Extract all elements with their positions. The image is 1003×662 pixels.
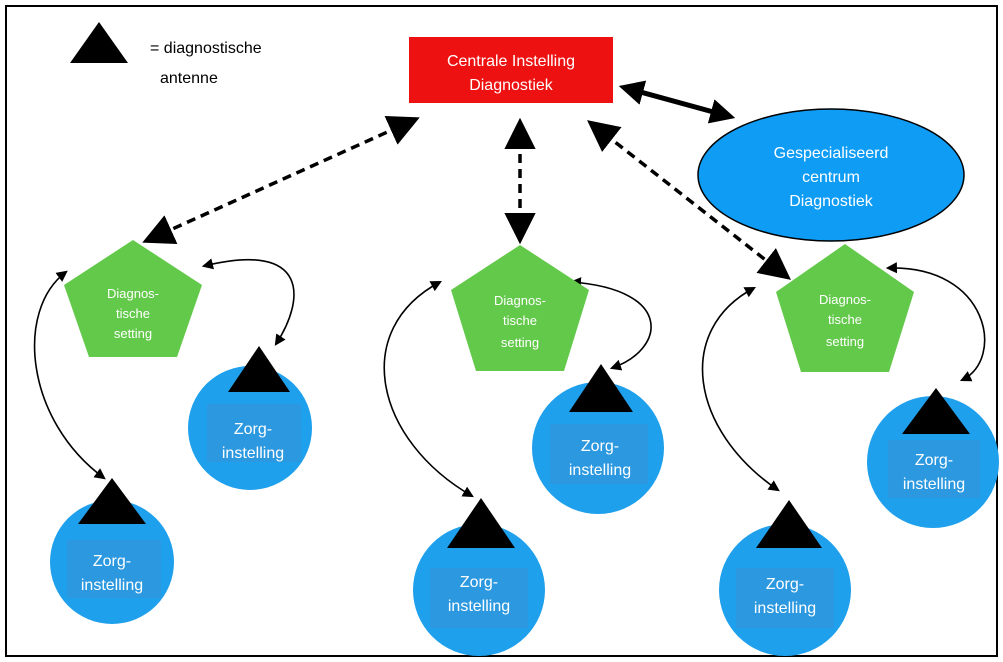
care-institution-2: Zorg- instelling [188,346,312,490]
legend: = diagnostische antenne [70,22,262,87]
setting-line3: setting [826,334,864,349]
triangle-icon [447,498,515,548]
connector-central-specialized [618,80,736,124]
central-institution-box [409,37,613,103]
legend-label-line2: antenne [160,70,218,87]
care-line2: instelling [448,598,510,615]
specialized-center-line2: centrum [802,169,860,186]
legend-label-line1: = diagnostische [150,40,262,57]
specialized-center-ellipse [697,108,965,242]
connector-setting-2-care-left [383,280,474,498]
care-institution-3: Zorg- instelling [413,498,545,656]
care-line2: instelling [754,600,816,617]
setting-line1: Diagnos- [494,293,546,308]
care-line1: Zorg- [234,421,272,438]
care-institution-5: Zorg- instelling [719,500,851,656]
setting-pentagon [776,244,914,372]
care-label-box [888,440,980,498]
diagnostic-setting-2: Diagnos- tische setting [451,245,589,371]
connector-setting-1-care-left [33,270,106,480]
setting-line2: tische [828,312,862,327]
setting-line1: Diagnos- [819,292,871,307]
care-label-box [67,540,161,598]
diagnostic-setting-3: Diagnos- tische setting [776,244,914,372]
connector-setting-3-care-right [885,262,986,382]
care-label-box [207,404,301,462]
connector-central-setting-1 [142,116,420,244]
care-line2: instelling [81,577,143,594]
care-institution-6: Zorg- instelling [867,388,999,528]
central-institution-line2: Diagnostiek [469,77,554,94]
care-line1: Zorg- [766,576,804,593]
setting-pentagon [451,245,589,371]
specialized-center-line1: Gespecialiseerd [774,145,889,162]
care-line2: instelling [569,462,631,479]
care-label-box [736,568,834,628]
triangle-icon [902,388,970,434]
central-institution-line1: Centrale Instelling [447,53,575,70]
care-institution-4: Zorg- instelling [532,364,664,514]
care-institution-1: Zorg- instelling [50,478,174,624]
triangle-icon [228,346,290,392]
connector-setting-2-care-right [569,277,652,371]
connector-setting-3-care-left [701,286,780,492]
care-line1: Zorg- [581,438,619,455]
connector-central-setting-3 [587,120,791,280]
setting-line3: setting [114,326,152,341]
triangle-icon [569,364,633,412]
setting-line3: setting [501,335,539,350]
triangle-icon [78,478,146,524]
care-label-box [430,568,528,628]
care-label-box [550,424,648,484]
diagnostic-setting-1: Diagnos- tische setting [64,240,202,357]
care-line1: Zorg- [93,553,131,570]
setting-pentagon [64,240,202,357]
triangle-icon [70,22,128,63]
care-line2: instelling [903,476,965,493]
care-line1: Zorg- [460,574,498,591]
triangle-icon [756,500,822,548]
setting-line2: tische [503,313,537,328]
specialized-center: Gespecialiseerd centrum Diagnostiek [697,108,965,242]
care-line1: Zorg- [915,452,953,469]
setting-line1: Diagnos- [107,286,159,301]
central-institution: Centrale Instelling Diagnostiek [409,37,613,103]
specialized-center-line3: Diagnostiek [789,193,874,210]
care-line2: instelling [222,445,284,462]
connector-setting-1-care-right [201,258,295,346]
setting-line2: tische [116,306,150,321]
